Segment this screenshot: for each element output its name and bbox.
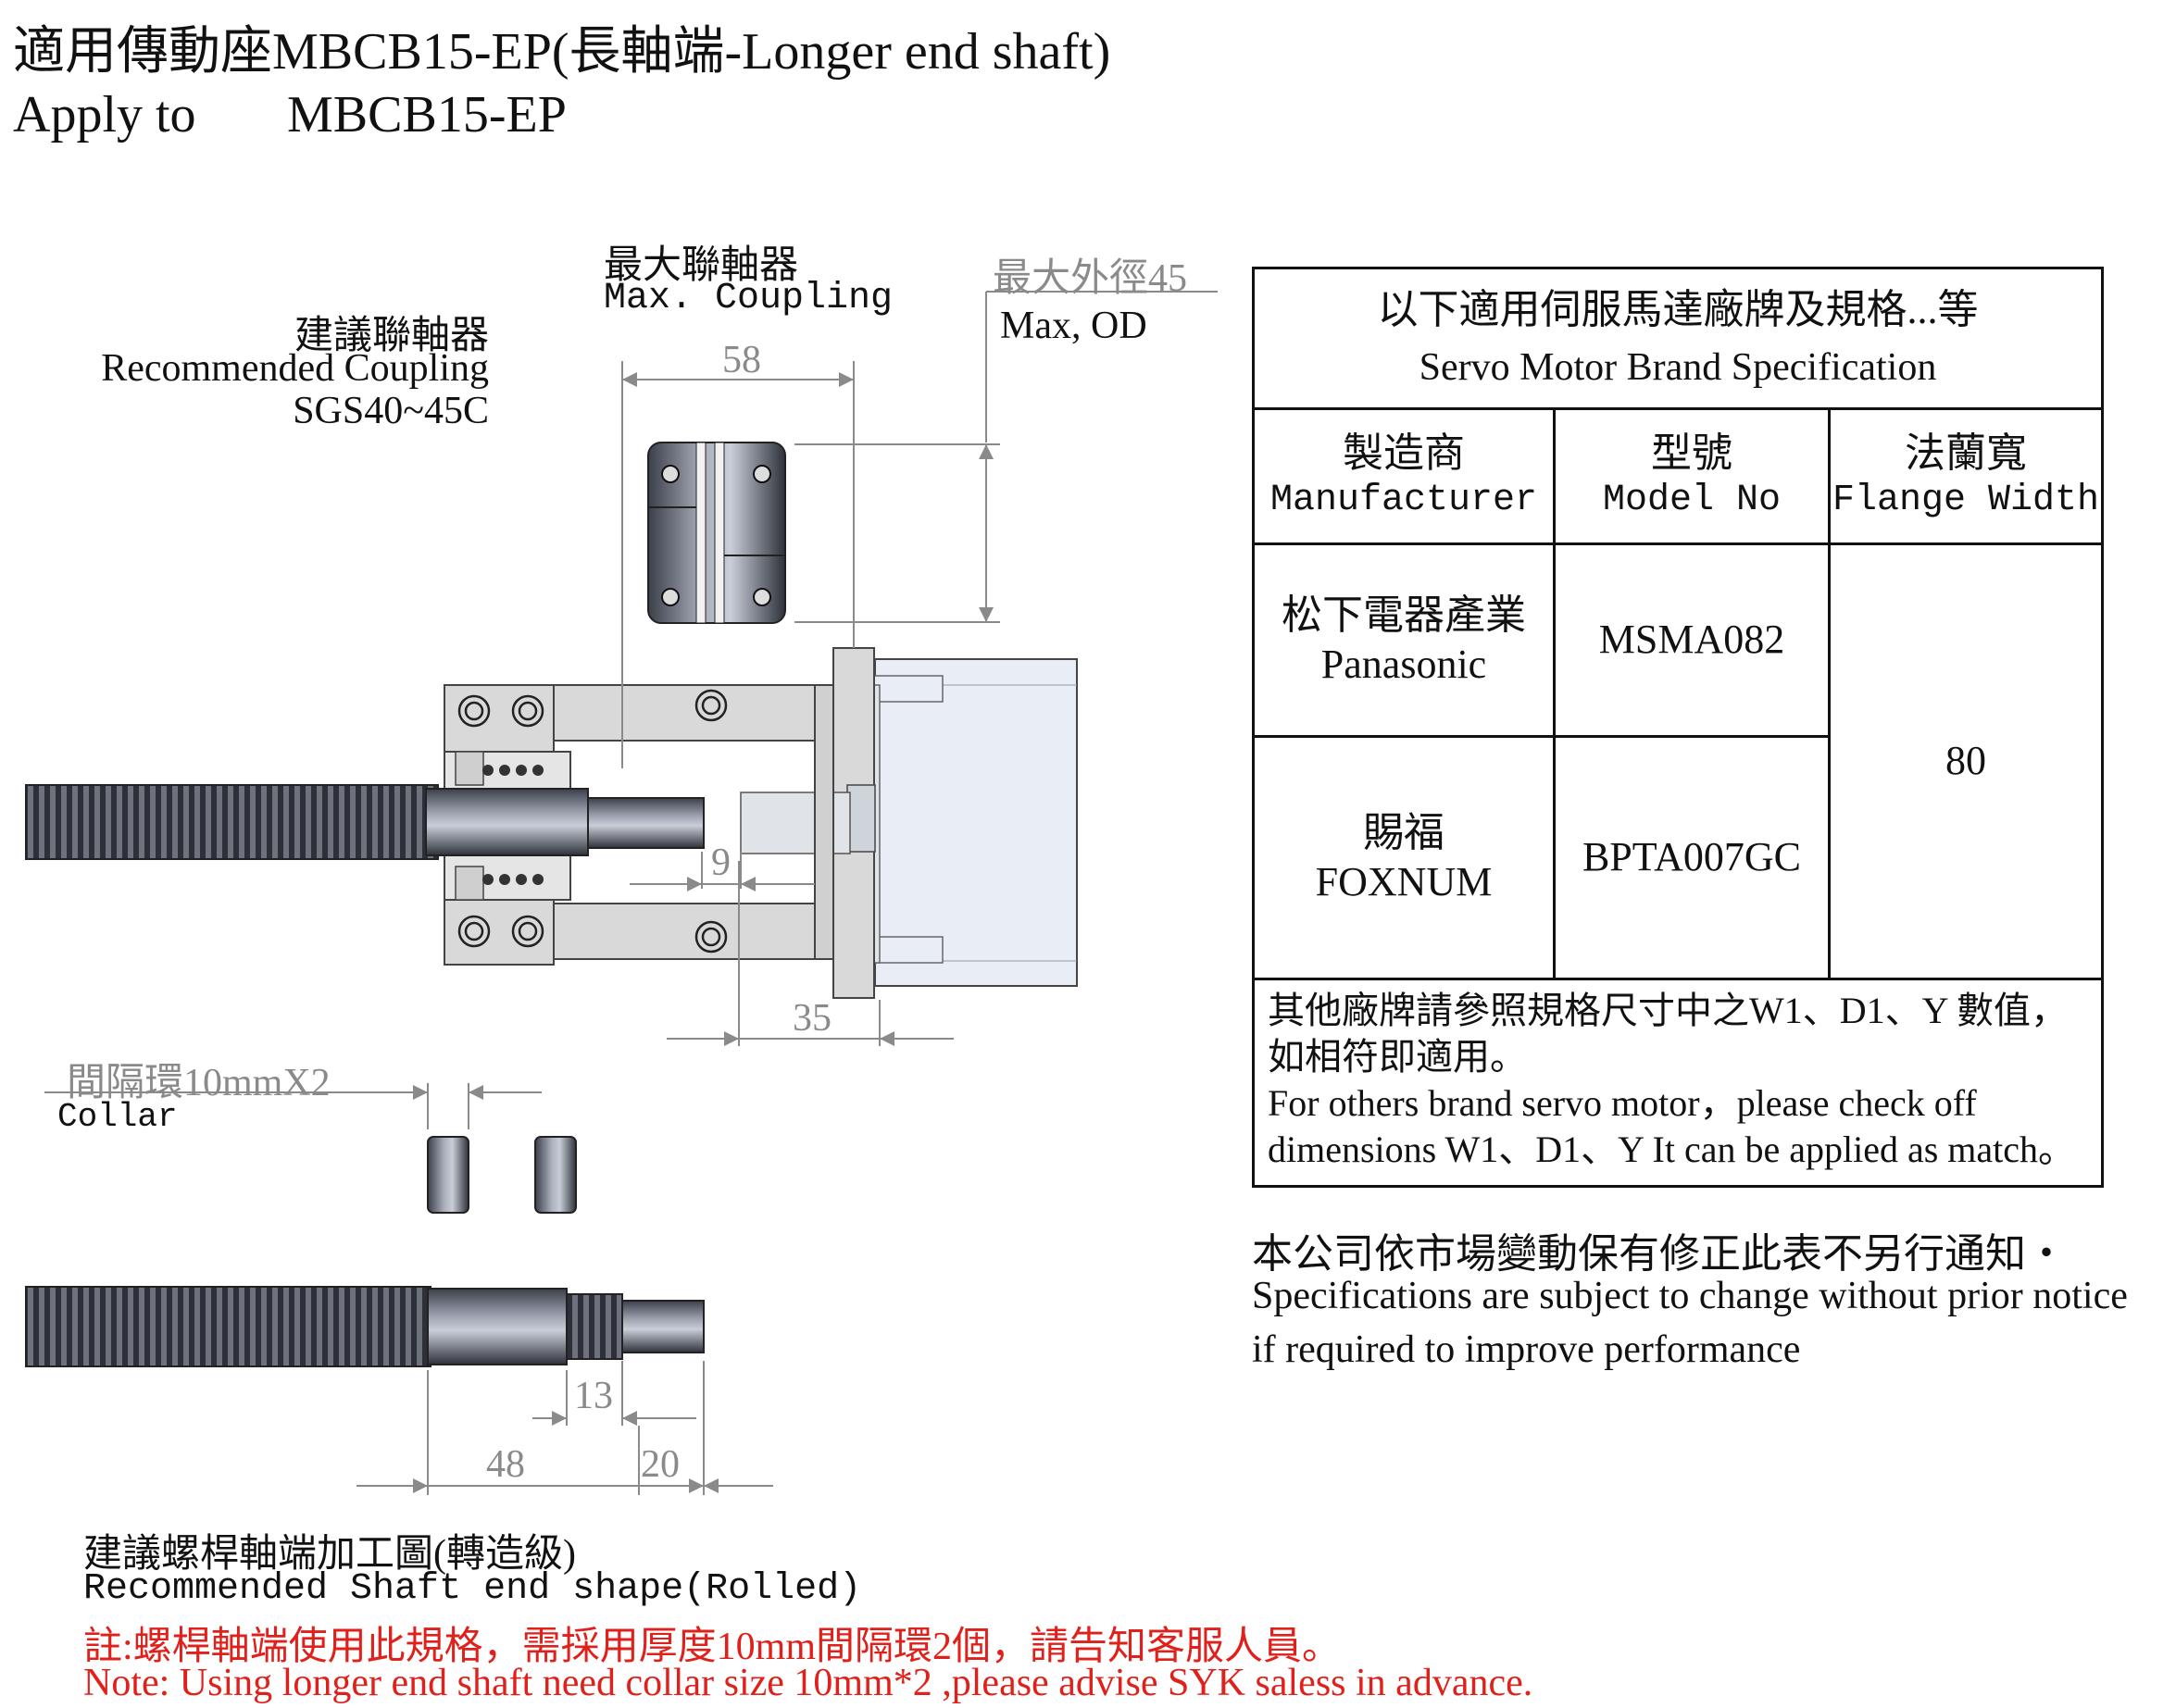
shaft-end-shape <box>25 1286 705 1367</box>
recommended-coupling-zh: 建議聯軸器 <box>294 315 489 357</box>
column-header-flange-en: Flange Width <box>1832 479 2100 521</box>
recommended-coupling-en: Recommended Coupling <box>101 347 489 390</box>
dim-35: 35 <box>793 997 832 1040</box>
recommended-coupling-model: SGS40~45C <box>293 390 489 432</box>
footnote-en-2: dimensions W1、D1、Y It can be applied as … <box>1268 1128 2076 1170</box>
coupling-part <box>647 442 786 624</box>
disclaimer-en-1: Specifications are subject to change wit… <box>1252 1275 2128 1317</box>
dim-9: 9 <box>711 842 731 884</box>
dim-20: 20 <box>641 1443 680 1486</box>
collar-en: Collar <box>57 1098 178 1136</box>
footnote-zh-1: 其他廠牌請參照規格尺寸中之W1、D1、Y 數值， <box>1268 990 2069 1031</box>
row1-maker-en: Panasonic <box>1320 641 1487 687</box>
table-footnote: 其他廠牌請參照規格尺寸中之W1、D1、Y 數值， 如相符即適用。 For oth… <box>1268 988 2092 1173</box>
column-header-flange-zh: 法蘭寬 <box>1905 430 2027 477</box>
apply-to-model: MBCB15-EP <box>287 86 567 143</box>
column-header-model: 型號 Model No <box>1556 410 1831 545</box>
column-header-manufacturer: 製造商 Manufacturer <box>1255 410 1556 545</box>
table-row-model: MSMA082 <box>1556 545 1831 738</box>
note-zh: 註:螺桿軸端使用此規格，需採用厚度10mm間隔環2個，請告知客服人員。 <box>83 1626 1342 1668</box>
shaft-end-title-en: Recommended Shaft end shape(Rolled) <box>83 1568 862 1610</box>
table-row-maker: 賜福 FOXNUM <box>1255 738 1556 980</box>
dimension-lines <box>44 291 1218 1495</box>
row2-maker-zh: 賜福 <box>1363 809 1444 855</box>
apply-to-label: Apply to <box>13 86 196 143</box>
collar-zh: 間隔環10mmX2 <box>67 1062 331 1104</box>
shaft-end-title-zh: 建議螺桿軸端加工圖(轉造級) <box>83 1533 576 1576</box>
footnote-en-1: For others brand servo motor，please chec… <box>1268 1082 1977 1124</box>
footnote-zh-2: 如相符即適用。 <box>1268 1036 1527 1078</box>
table-row-model: BPTA007GC <box>1556 738 1831 980</box>
table-header-en: Servo Motor Brand Specification <box>1419 345 1937 389</box>
disclaimer-en-2: if required to improve performance <box>1252 1328 1801 1371</box>
column-header-manufacturer-zh: 製造商 <box>1343 430 1465 477</box>
column-header-flange: 法蘭寬 Flange Width <box>1831 410 2101 545</box>
servo-motor-spec-table: 以下適用伺服馬達廠牌及規格...等 Servo Motor Brand Spec… <box>1252 267 2104 1188</box>
table-header: 以下適用伺服馬達廠牌及規格...等 Servo Motor Brand Spec… <box>1255 269 2101 410</box>
dim-48: 48 <box>486 1443 525 1486</box>
disclaimer-zh: 本公司依市場變動保有修正此表不另行通知・ <box>1252 1231 2067 1277</box>
max-coupling-en: Max. Coupling <box>604 278 894 319</box>
max-coupling-zh: 最大聯軸器 <box>604 244 799 287</box>
column-header-model-zh: 型號 <box>1651 430 1732 477</box>
column-header-manufacturer-en: Manufacturer <box>1269 479 1538 521</box>
max-od-zh: 最大外徑45 <box>993 257 1188 300</box>
flange-width-80: 80 <box>1945 738 1986 784</box>
page-title: 適用傳動座MBCB15-EP(長軸端-Longer end shaft) <box>13 23 1111 81</box>
column-header-model-en: Model No <box>1602 479 1782 521</box>
table-row-maker: 松下電器產業 Panasonic <box>1255 545 1556 738</box>
note-en: Note: Using longer end shaft need collar… <box>83 1662 1533 1704</box>
table-header-zh: 以下適用伺服馬達廠牌及規格...等 <box>1377 286 1979 332</box>
row1-model: MSMA082 <box>1598 617 1785 663</box>
dim-58: 58 <box>722 339 761 381</box>
row2-model: BPTA007GC <box>1582 834 1802 880</box>
row2-maker-en: FOXNUM <box>1315 858 1493 904</box>
flange-width-value: 80 <box>1831 545 2101 980</box>
dim-13: 13 <box>574 1375 613 1417</box>
row1-maker-zh: 松下電器產業 <box>1282 592 1526 638</box>
assembly-drawing <box>25 291 1218 1495</box>
collar-pair <box>427 1136 577 1214</box>
screw-shaft-assembled <box>25 784 705 860</box>
servo-motor <box>740 647 1078 999</box>
max-od-en: Max, OD <box>1000 305 1147 347</box>
